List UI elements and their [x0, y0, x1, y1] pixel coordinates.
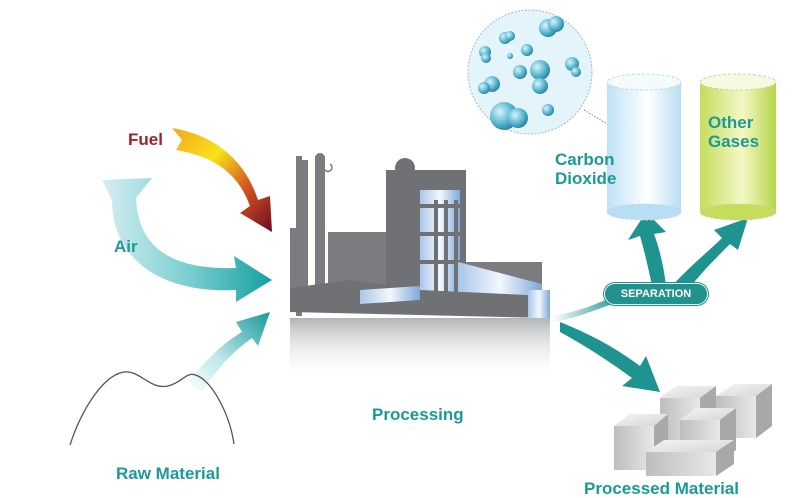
fuel-label: Fuel	[128, 130, 163, 149]
other-gases-arrow	[672, 218, 748, 290]
raw-material-label: Raw Material	[116, 464, 220, 483]
raw-material-hill	[69, 371, 235, 446]
other-gases-label: Other Gases	[708, 113, 759, 151]
air-label: Air	[114, 237, 138, 256]
processed-material-arrow	[560, 322, 660, 392]
carbon-dioxide-label: Carbon Dioxide	[555, 150, 616, 188]
air-arrow	[102, 178, 272, 302]
processed-material-cubes	[614, 384, 772, 476]
processing-label: Processing	[372, 405, 464, 424]
factory-icon	[290, 153, 550, 318]
raw-material-arrow	[188, 312, 270, 392]
carbon-dioxide-label-line2: Dioxide	[555, 169, 617, 188]
other-gases-cylinder	[699, 73, 777, 221]
co2-cylinder	[606, 73, 682, 221]
factory-reflection	[290, 318, 550, 380]
carbon-dioxide-label-line1: Carbon	[555, 150, 615, 169]
co2-bubbles-magnifier	[467, 9, 629, 138]
processed-material-label: Processed Material	[584, 479, 739, 498]
co2-arrow	[628, 212, 666, 286]
other-gases-label-line1: Other	[708, 113, 754, 132]
separation-badge: SEPARATION	[604, 283, 708, 305]
other-gases-label-line2: Gases	[708, 132, 760, 151]
fuel-arrow	[172, 128, 272, 232]
gas-stream	[552, 294, 620, 322]
